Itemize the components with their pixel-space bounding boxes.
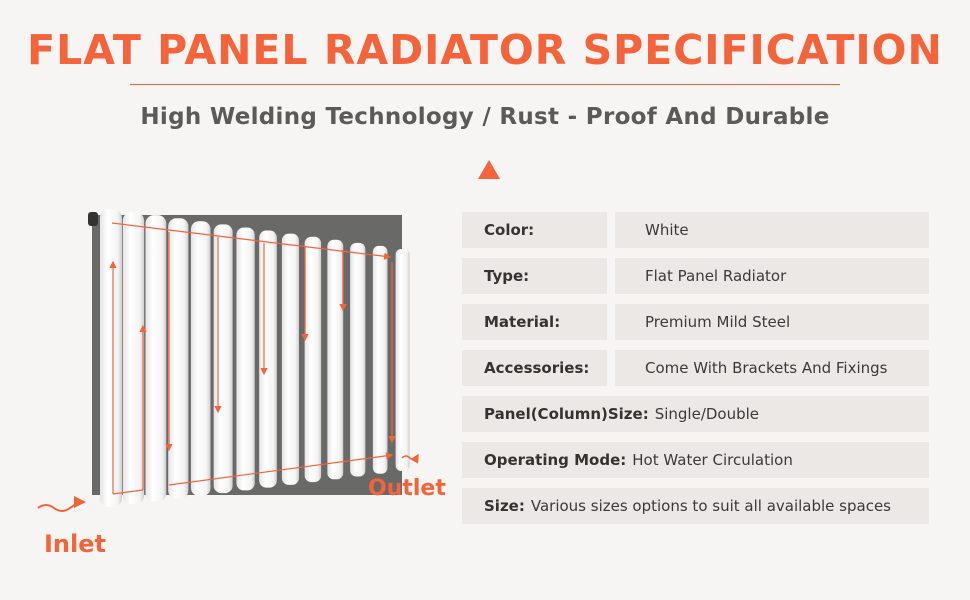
radiator-column xyxy=(281,233,299,485)
flow-line xyxy=(112,489,144,495)
spec-label: Material: xyxy=(462,304,607,340)
spec-value: Various sizes options to suit all availa… xyxy=(530,497,891,515)
radiator-column xyxy=(122,212,145,505)
spec-label: Operating Mode: xyxy=(484,451,627,469)
spec-value: Premium Mild Steel xyxy=(615,304,929,340)
spec-value: Flat Panel Radiator xyxy=(615,258,929,294)
radiator-column xyxy=(304,236,322,483)
outlet-label: Outlet xyxy=(368,476,446,501)
radiator-column xyxy=(327,239,344,480)
spec-value: White xyxy=(615,212,929,248)
radiator-column xyxy=(395,249,410,471)
valve-icon xyxy=(88,212,98,226)
spec-label: Accessories: xyxy=(462,350,607,386)
page-title: FLAT PANEL RADIATOR SPECIFICATION xyxy=(27,26,943,74)
inlet-wave-arrow-icon xyxy=(37,496,86,512)
spec-label: Panel(Column)Size: xyxy=(484,405,649,423)
spec-label: Size: xyxy=(484,497,525,515)
flow-arrow-bottom xyxy=(168,452,394,486)
flow-arrow-top xyxy=(111,222,392,260)
radiator-column xyxy=(372,245,388,474)
title-divider xyxy=(130,84,840,85)
radiator-column xyxy=(259,230,277,488)
radiator-column xyxy=(145,215,167,502)
radiator-column xyxy=(350,242,366,477)
outlet-wave-arrow-icon xyxy=(401,453,419,464)
radiator-column xyxy=(100,209,122,507)
spec-value: Come With Brackets And Fixings xyxy=(615,350,929,386)
triangle-up-icon xyxy=(478,160,500,179)
radiator-column xyxy=(236,227,255,491)
radiator-column xyxy=(190,221,211,496)
spec-label: Type: xyxy=(462,258,607,294)
radiator-column xyxy=(168,218,189,499)
spec-value: Single/Double xyxy=(654,405,760,423)
inlet-label: Inlet xyxy=(44,530,106,558)
spec-value: Hot Water Circulation xyxy=(632,451,793,469)
radiator-column xyxy=(213,224,233,494)
subtitle: High Welding Technology / Rust - Proof A… xyxy=(140,104,830,130)
radiator-illustration xyxy=(37,209,419,512)
spec-label: Color: xyxy=(462,212,607,248)
